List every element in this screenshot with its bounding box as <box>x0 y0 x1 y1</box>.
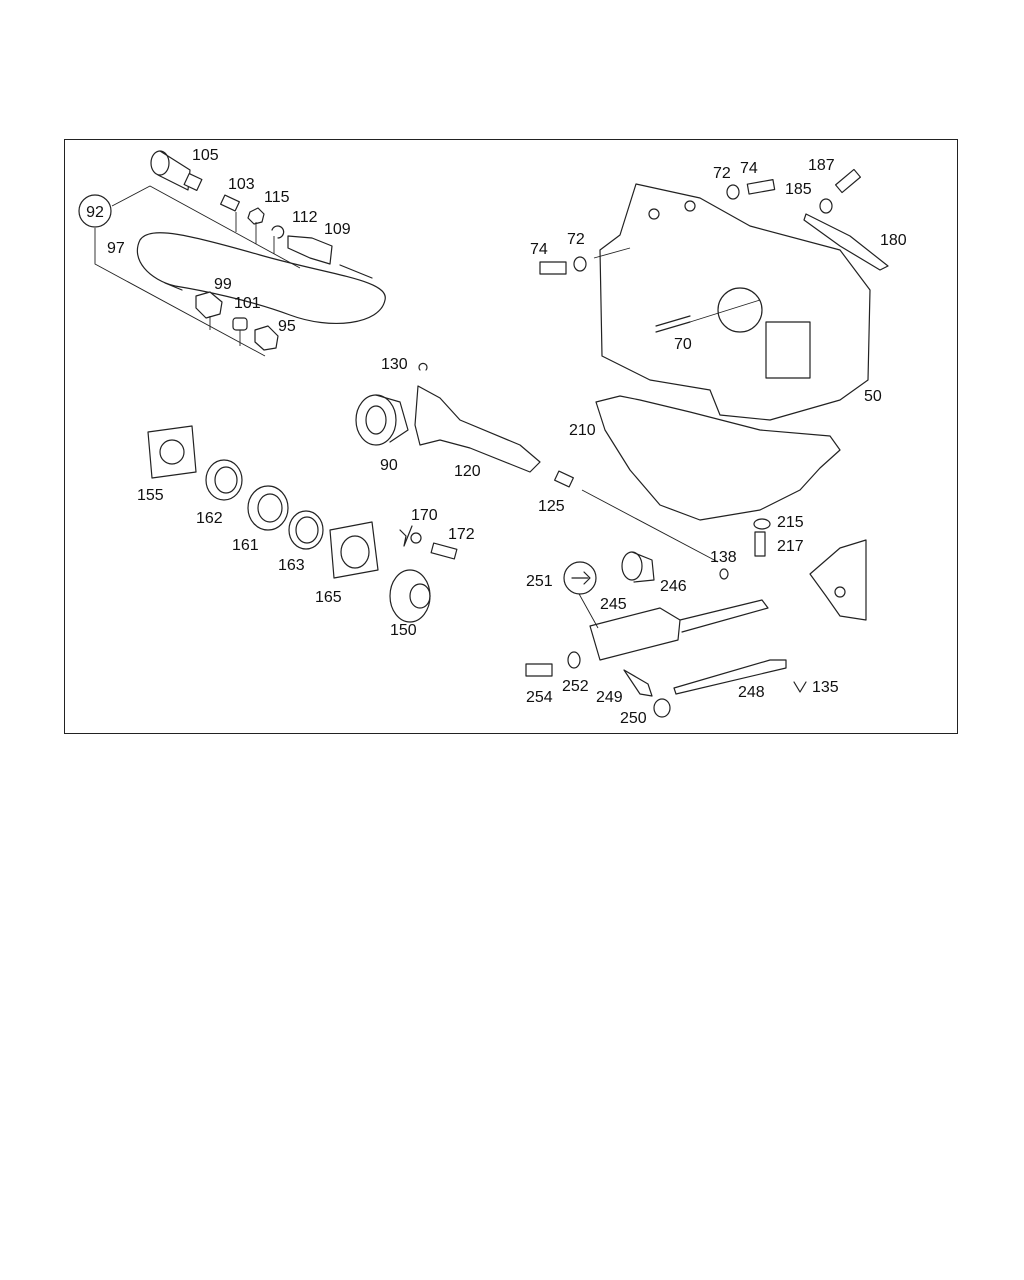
label-97: 97 <box>107 240 125 257</box>
label-95: 95 <box>278 318 296 335</box>
label-185: 185 <box>785 181 812 198</box>
part-120-release-fork <box>414 385 541 473</box>
label-217: 217 <box>777 538 804 555</box>
label-74-top: 74 <box>740 160 758 177</box>
part-138-ring <box>719 568 729 580</box>
part-248-pushrod <box>673 659 787 695</box>
label-90: 90 <box>380 457 398 474</box>
part-246-seal <box>621 551 655 583</box>
label-120: 120 <box>454 463 481 480</box>
part-105-sleeve <box>150 150 203 191</box>
part-95-fitting <box>254 325 279 351</box>
label-115: 115 <box>264 189 290 206</box>
part-90-release-bearing <box>355 394 409 446</box>
part-99-fitting <box>195 291 223 319</box>
part-170-washer <box>399 525 422 547</box>
label-210: 210 <box>569 422 596 439</box>
label-103: 103 <box>228 176 255 193</box>
label-105: 105 <box>192 147 219 164</box>
label-70: 70 <box>674 336 692 353</box>
part-150-damper <box>389 569 431 623</box>
label-112: 112 <box>292 209 318 226</box>
part-187-bolt <box>834 168 862 194</box>
part-130-spring <box>418 362 428 371</box>
label-187: 187 <box>808 157 835 174</box>
part-50-bell-housing <box>599 183 871 421</box>
part-249-bleed-screw <box>623 669 653 697</box>
label-246: 246 <box>660 578 687 595</box>
part-103-bolt <box>220 194 240 212</box>
label-180: 180 <box>880 232 907 249</box>
callout-251 <box>563 561 597 595</box>
label-101: 101 <box>234 295 261 312</box>
label-99: 99 <box>214 276 232 293</box>
label-250: 250 <box>620 710 647 727</box>
part-74-bolt-top <box>746 179 776 195</box>
label-155: 155 <box>137 487 164 504</box>
part-185-washer <box>819 198 833 214</box>
label-249: 249 <box>596 689 623 706</box>
part-155-flange-gasket <box>147 425 197 479</box>
part-74-bolt-left <box>539 261 567 275</box>
part-135-clip <box>793 681 807 693</box>
part-245-slave-cylinder <box>589 599 769 661</box>
label-215: 215 <box>777 514 804 531</box>
part-72-washer-left <box>573 256 587 272</box>
part-162-seal <box>205 459 243 501</box>
label-50: 50 <box>864 388 882 405</box>
part-115-nut <box>247 207 265 225</box>
part-72-washer-top <box>726 184 740 200</box>
part-210-oil-pan <box>595 395 841 521</box>
label-72-left: 72 <box>567 231 585 248</box>
part-180-gasket <box>803 213 889 271</box>
callout-92: 92 <box>78 194 112 228</box>
part-112-clip <box>271 225 285 239</box>
part-101-sleeve <box>232 317 248 331</box>
label-161: 161 <box>232 537 259 554</box>
transmission-case-fragment <box>809 539 867 621</box>
label-165: 165 <box>315 589 342 606</box>
label-248: 248 <box>738 684 765 701</box>
label-254: 254 <box>526 689 553 706</box>
part-109-connector <box>287 235 333 265</box>
label-135: 135 <box>812 679 839 696</box>
part-70-stud <box>655 315 691 333</box>
label-150: 150 <box>390 622 417 639</box>
label-252: 252 <box>562 678 589 695</box>
label-251: 251 <box>526 573 553 590</box>
part-161-bushing <box>247 485 289 531</box>
label-245: 245 <box>600 596 627 613</box>
label-163: 163 <box>278 557 305 574</box>
part-254-bolt <box>525 663 553 677</box>
label-138: 138 <box>710 549 737 566</box>
part-97-cable <box>136 232 386 325</box>
label-125: 125 <box>538 498 565 515</box>
label-109: 109 <box>324 221 351 238</box>
part-125-pin <box>554 470 574 488</box>
label-130: 130 <box>381 356 408 373</box>
part-217-bolt <box>754 531 766 557</box>
label-162: 162 <box>196 510 223 527</box>
part-172-bolt <box>430 542 458 560</box>
part-252-washer <box>567 651 581 669</box>
part-165-guide-tube <box>329 521 379 579</box>
svg-text:92: 92 <box>86 204 104 221</box>
part-250-cap <box>653 698 671 718</box>
label-172: 172 <box>448 526 475 543</box>
label-72-top: 72 <box>713 165 731 182</box>
label-74-left: 74 <box>530 241 548 258</box>
label-170: 170 <box>411 507 438 524</box>
part-163-ring <box>288 510 324 550</box>
part-215-washer <box>753 518 771 530</box>
